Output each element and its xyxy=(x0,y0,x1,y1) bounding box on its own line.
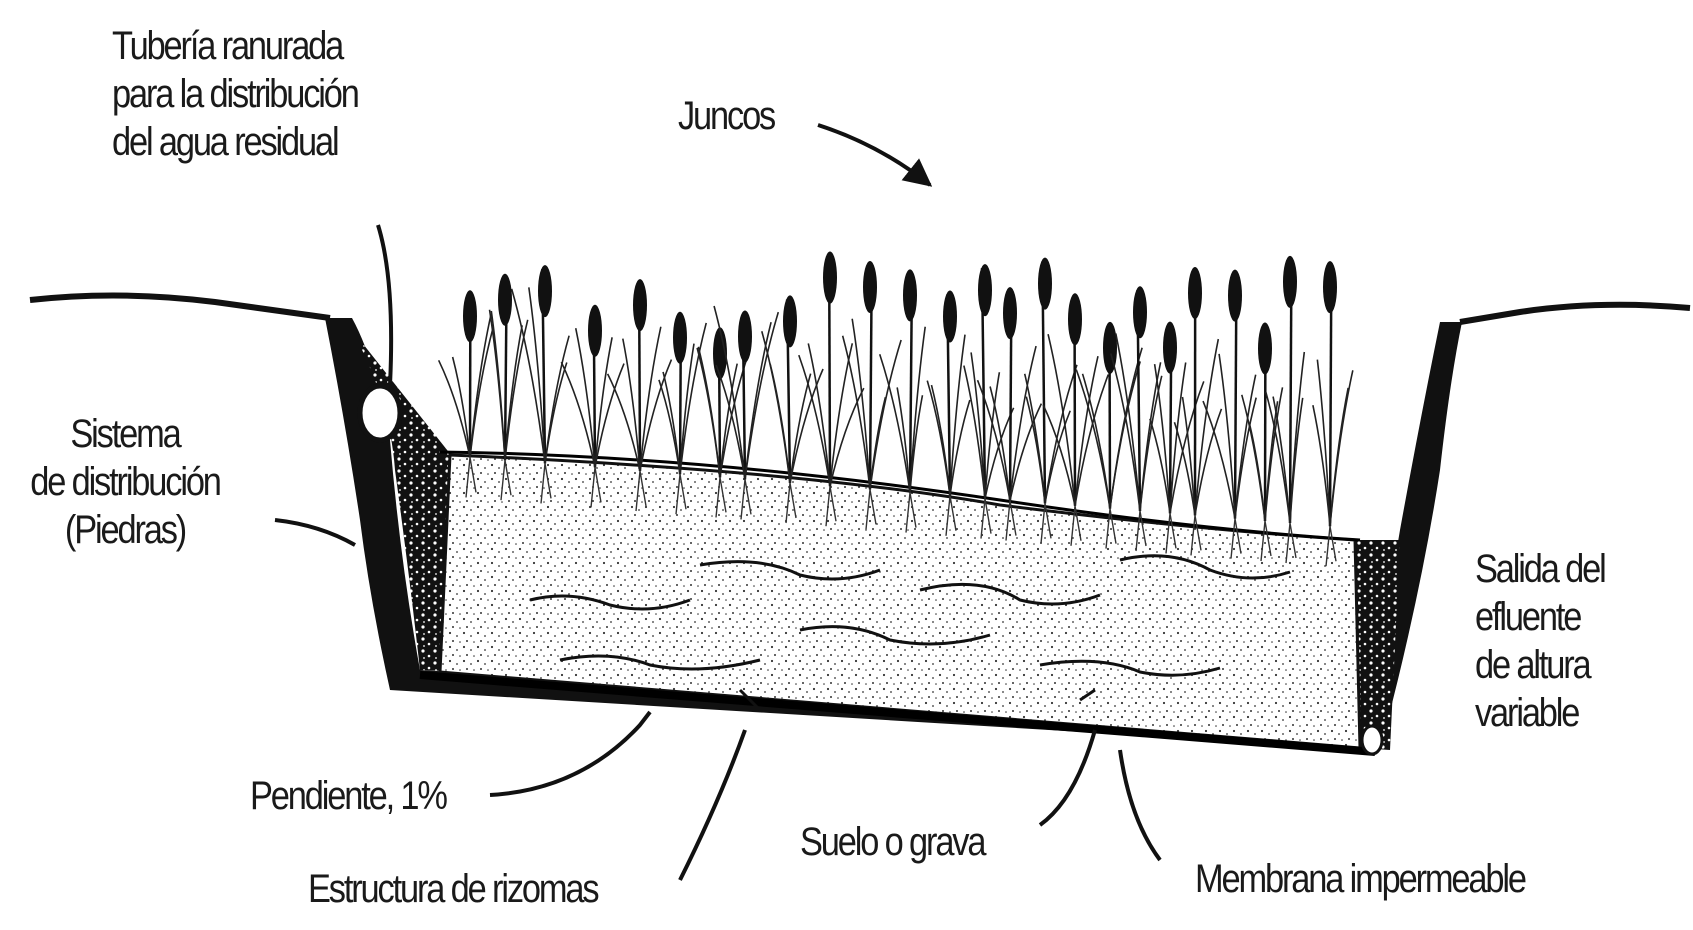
reed-leaf xyxy=(1242,395,1265,521)
cattail-head xyxy=(1003,287,1017,339)
label-line: variable xyxy=(1475,689,1605,737)
cattail-head xyxy=(863,261,877,313)
reed-leaf xyxy=(1076,370,1110,509)
outlet-pipe xyxy=(1362,726,1382,754)
reed-leaf xyxy=(720,364,737,478)
label-line: (Piedras) xyxy=(18,506,233,554)
cattail-head xyxy=(943,291,957,343)
label-line: de distribución xyxy=(18,458,233,506)
label-line: de altura xyxy=(1475,641,1605,689)
label-reeds: Juncos xyxy=(678,92,774,140)
reeds-arrow xyxy=(818,125,930,185)
reed-leaf xyxy=(1075,375,1108,506)
reed-leaf xyxy=(843,336,870,490)
reed-leaf xyxy=(1330,370,1353,526)
label-slotted-pipe: Tubería ranurada para la distribución de… xyxy=(112,22,358,166)
reed-leaf xyxy=(1290,398,1303,523)
cattail-head xyxy=(1228,270,1242,322)
ground-right xyxy=(1460,305,1690,322)
cattail-head xyxy=(633,279,647,331)
cattail-head xyxy=(738,310,752,362)
reed-leaf xyxy=(1010,404,1041,501)
cattail-head xyxy=(498,274,512,326)
label-effluent-outlet: Salida del efluente de altura variable xyxy=(1475,545,1605,737)
reed-leaf xyxy=(1235,398,1256,519)
cattail-head xyxy=(978,264,992,316)
reed-leaf xyxy=(1026,397,1045,504)
reed-leaf xyxy=(545,363,567,464)
soil-bed xyxy=(440,455,1360,748)
label-line: para la distribución xyxy=(112,70,358,118)
reed-leaf xyxy=(964,366,985,499)
reed-leaf xyxy=(1155,364,1170,513)
label-line: efluente xyxy=(1475,593,1605,641)
reed-leaf xyxy=(470,328,493,458)
cattail-head xyxy=(463,290,477,342)
reed-leaf xyxy=(1219,354,1235,519)
reed-leaf xyxy=(1045,411,1070,504)
reed-leaf xyxy=(950,335,965,496)
cattail-head xyxy=(1323,261,1337,313)
cattail-head xyxy=(1038,258,1052,310)
label-line: Salida del xyxy=(1475,545,1605,593)
reed-leaf xyxy=(1170,362,1186,513)
reed-leaf xyxy=(640,360,671,471)
reed-leaf xyxy=(927,381,950,496)
reed-leaf xyxy=(1313,405,1330,526)
cattail-head xyxy=(1133,286,1147,338)
label-line: Tubería ranurada xyxy=(112,22,358,70)
reed-leaf xyxy=(880,354,910,492)
cattail-head xyxy=(1068,293,1082,345)
cattail-head xyxy=(1188,267,1202,319)
cattail-head xyxy=(1283,256,1297,308)
reed-leaf xyxy=(623,339,640,471)
reed-leaf xyxy=(985,372,999,498)
label-soil-gravel: Suelo o grava xyxy=(800,818,984,866)
label-impermeable-membrane: Membrana impermeable xyxy=(1195,855,1525,903)
ground-left xyxy=(30,295,330,318)
reed-leaf xyxy=(1195,409,1221,516)
cattail-head xyxy=(1163,322,1177,374)
reed-leaf xyxy=(439,360,470,457)
label-distribution-system: Sistema de distribución (Piedras) xyxy=(18,410,233,554)
cattail-head xyxy=(823,252,837,304)
cattail-head xyxy=(588,305,602,357)
reed-leaf xyxy=(762,331,790,483)
distribution-pipe xyxy=(360,386,400,440)
label-rhizome-structure: Estructura de rizomas xyxy=(308,865,597,913)
cattail-head xyxy=(538,265,552,317)
label-line: del agua residual xyxy=(112,118,358,166)
cattail-head xyxy=(673,312,687,364)
label-line: Sistema xyxy=(18,410,233,458)
cattail-head xyxy=(903,269,917,321)
cattail-head xyxy=(1258,323,1272,375)
cattail-head xyxy=(783,295,797,347)
label-slope: Pendiente, 1% xyxy=(250,772,446,820)
reed-leaf xyxy=(659,380,680,474)
